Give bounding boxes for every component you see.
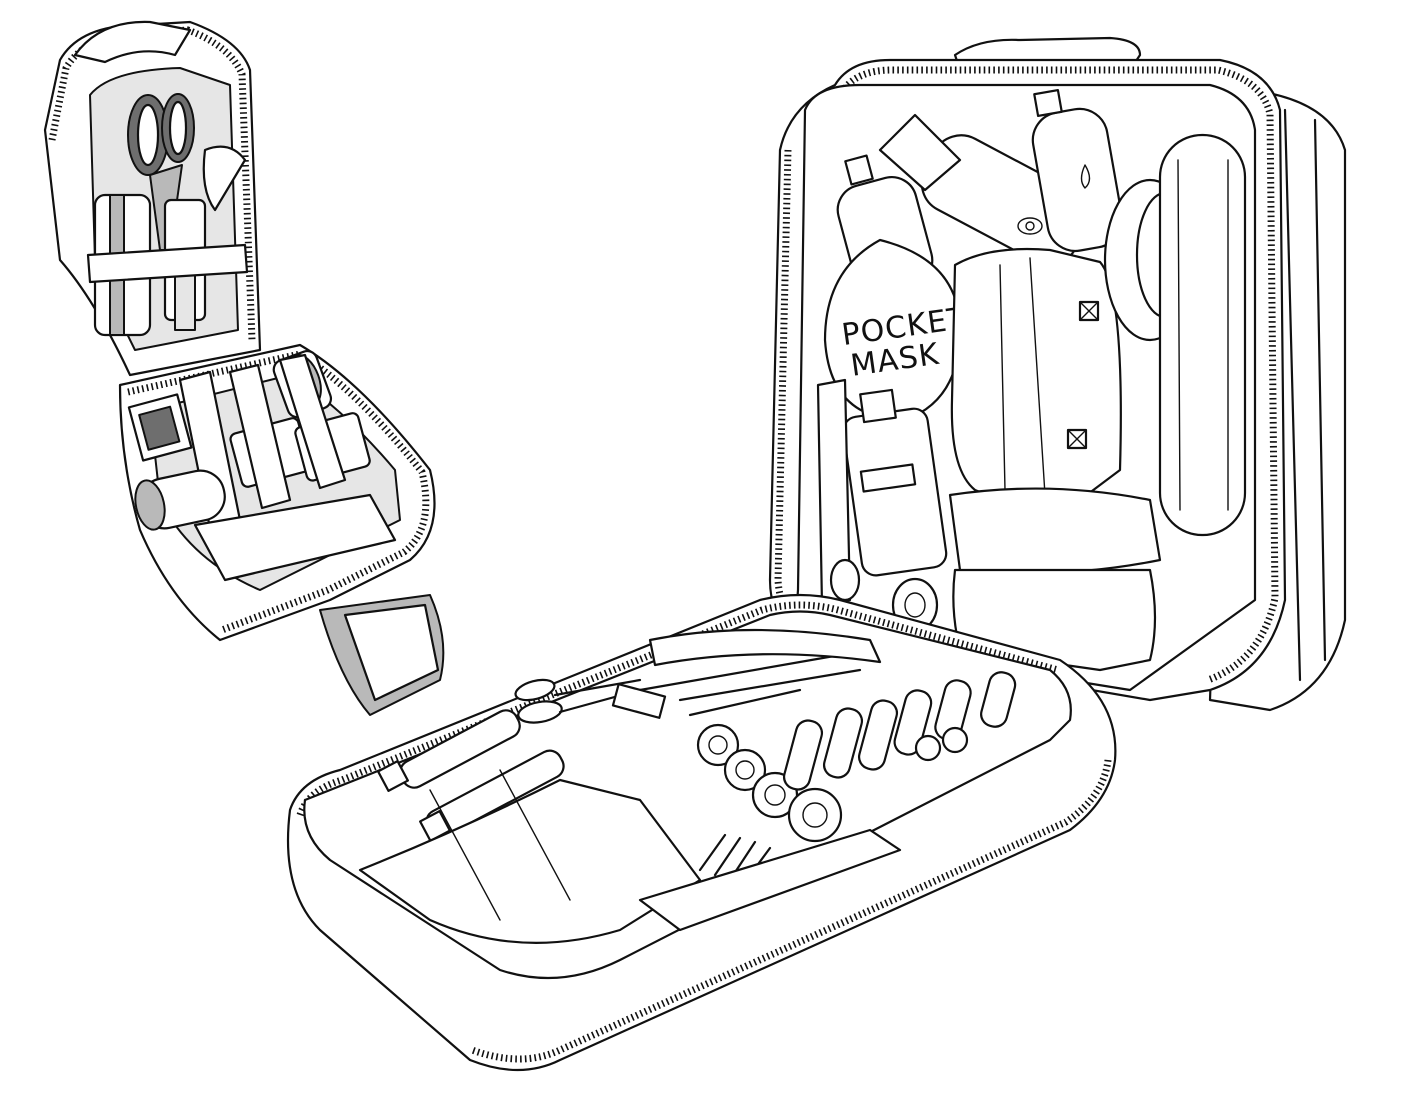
large-first-aid-backpack: POCKET MASK bbox=[286, 36, 1347, 1072]
bandage-icon bbox=[134, 469, 226, 531]
airway-tube-icon bbox=[696, 723, 843, 843]
saline-bottle-icon bbox=[842, 388, 948, 577]
pencils-icon bbox=[698, 833, 772, 884]
water-bottle-icon bbox=[1031, 88, 1124, 253]
eye-wash-bottle-icon bbox=[878, 113, 1090, 266]
pocket-mask-icon: POCKET MASK bbox=[823, 238, 969, 422]
scissors-icon bbox=[514, 678, 642, 724]
small-first-aid-pouch bbox=[43, 20, 445, 716]
